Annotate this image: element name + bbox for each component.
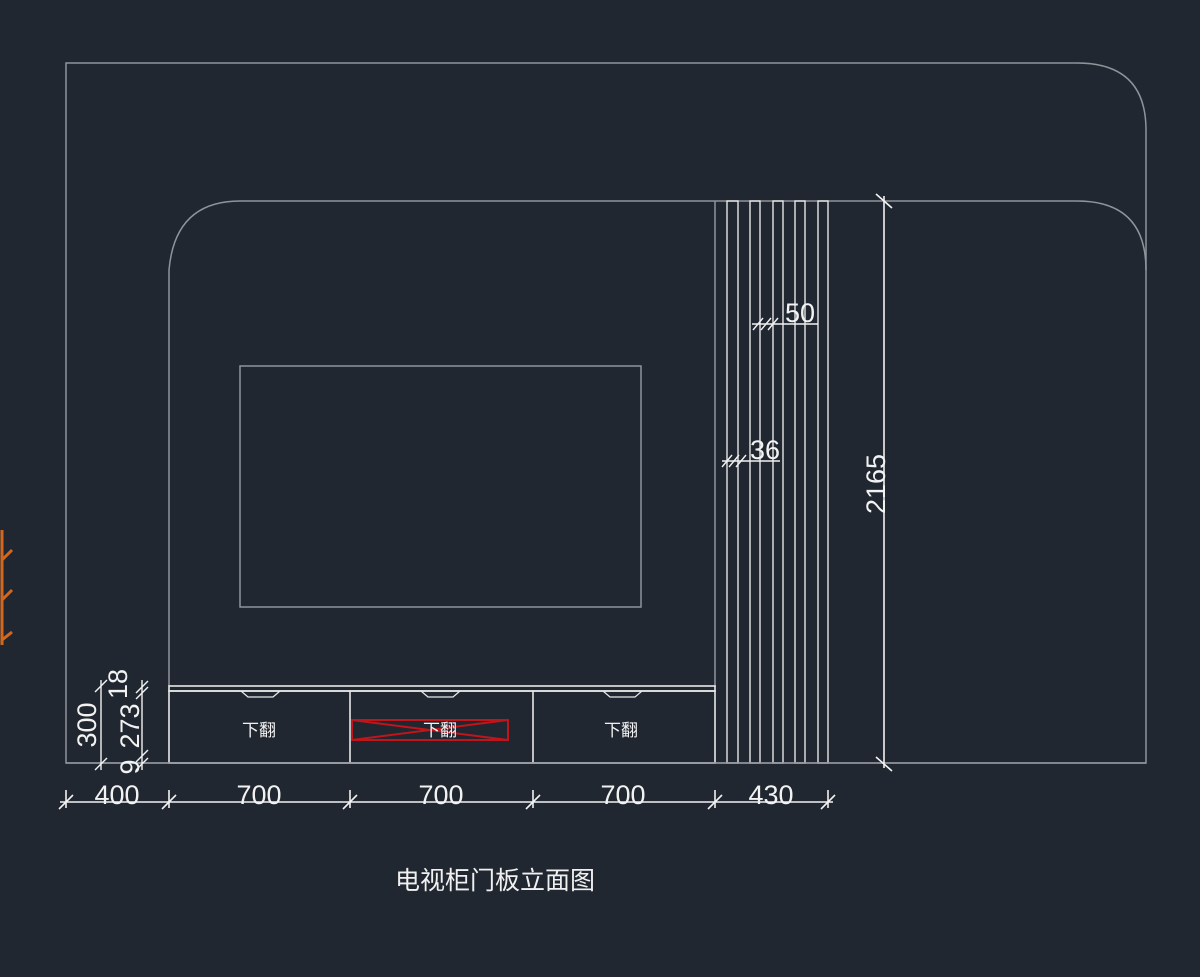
slat bbox=[772, 200, 784, 764]
dimension-label: 50 bbox=[785, 298, 815, 328]
dimension-label: 18 bbox=[103, 669, 133, 699]
selected-door-highlight bbox=[351, 719, 509, 741]
dimension-label: 36 bbox=[750, 435, 780, 465]
drawing-title: 电视柜门板立面图 bbox=[395, 866, 595, 895]
door-label: 下翻 bbox=[604, 721, 638, 741]
door-label: 下翻 bbox=[423, 721, 457, 741]
door-handle bbox=[602, 690, 643, 698]
slat bbox=[749, 200, 761, 764]
dimension-label: 273 bbox=[115, 703, 145, 748]
cabinet-height-dimension bbox=[94, 679, 149, 771]
dimension-label: 2165 bbox=[861, 454, 891, 514]
dimension-label: 700 bbox=[418, 780, 463, 810]
door-handle bbox=[240, 690, 281, 698]
outer-wall-outline bbox=[65, 62, 1147, 764]
dimension-label: 700 bbox=[236, 780, 281, 810]
door-handle bbox=[420, 690, 461, 698]
bottom-dimension-chain bbox=[58, 790, 836, 810]
slat-gap-dimension bbox=[721, 454, 780, 468]
slat bbox=[794, 200, 806, 764]
dimension-label: 9 bbox=[115, 759, 145, 774]
slat bbox=[817, 200, 829, 764]
dimension-label: 430 bbox=[748, 780, 793, 810]
slat-width-dimension bbox=[752, 317, 818, 331]
dimension-label: 400 bbox=[94, 780, 139, 810]
slat bbox=[726, 200, 739, 764]
height-dimension bbox=[875, 193, 893, 772]
dimension-label: 300 bbox=[72, 702, 102, 747]
door-label: 下翻 bbox=[242, 721, 276, 741]
dimension-label: 700 bbox=[600, 780, 645, 810]
side-mark bbox=[0, 530, 14, 645]
slat-group bbox=[726, 200, 829, 764]
tv-screen-outline bbox=[239, 365, 642, 608]
inner-arch-outline bbox=[168, 200, 1147, 686]
